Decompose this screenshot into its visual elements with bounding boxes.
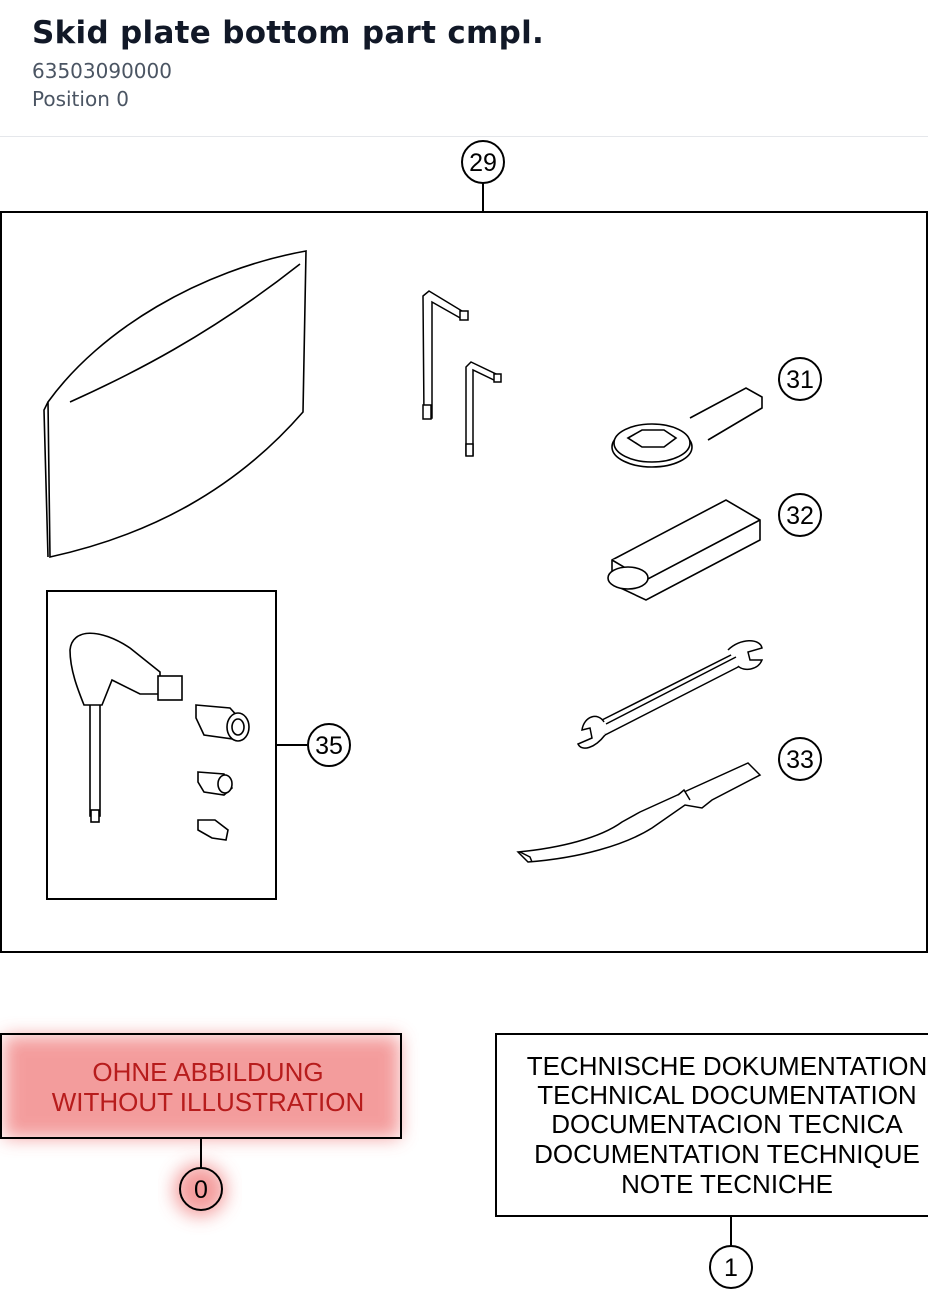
documentation-line-4: DOCUMENTATION TECHNIQUE [534, 1139, 920, 1169]
callout-0-label: 0 [194, 1176, 208, 1204]
documentation-line-2: TECHNICAL DOCUMENTATION [537, 1080, 916, 1110]
callout-35-label: 35 [315, 732, 343, 760]
bit-sockets[interactable] [195, 704, 250, 841]
documentation-line-3: DOCUMENTACION TECNICA [551, 1109, 903, 1139]
without-illustration-line1: OHNE ABBILDUNG [92, 1057, 323, 1087]
part-number: 63503090000 [32, 59, 172, 83]
open-end-wrench[interactable] [576, 640, 764, 749]
allen-keys[interactable] [422, 290, 502, 457]
ring-spanner[interactable] [611, 387, 763, 468]
without-illustration-line2: WITHOUT ILLUSTRATION [52, 1087, 365, 1117]
without-illustration-box[interactable]: OHNE ABBILDUNG WITHOUT ILLUSTRATION [0, 1033, 402, 1139]
callout-31-label: 31 [786, 366, 814, 394]
part-header: Skid plate bottom part cmpl. 63503090000… [0, 0, 928, 137]
documentation-line-1: TECHNISCHE DOKUMENTATION [527, 1051, 928, 1081]
socket-sleeve[interactable] [607, 499, 761, 601]
technical-documentation-box[interactable]: TECHNISCHE DOKUMENTATION TECHNICAL DOCUM… [495, 1033, 928, 1217]
callout-31[interactable]: 31 [778, 357, 822, 401]
callout-32[interactable]: 32 [778, 493, 822, 537]
part-title: Skid plate bottom part cmpl. [32, 15, 545, 51]
callout-33-label: 33 [786, 746, 814, 774]
callout-32-label: 32 [786, 502, 814, 530]
hook-wrench[interactable] [516, 762, 762, 863]
tool-bag[interactable] [43, 250, 307, 558]
callout-33[interactable]: 33 [778, 737, 822, 781]
callout-1-label: 1 [724, 1254, 738, 1282]
callout-29-label: 29 [469, 149, 497, 177]
callout-1[interactable]: 1 [709, 1245, 753, 1289]
t-handle-driver[interactable] [69, 632, 183, 823]
callout-35[interactable]: 35 [307, 723, 351, 767]
position-label: Position 0 [32, 87, 129, 111]
callout-29[interactable]: 29 [461, 140, 505, 184]
callout-0[interactable]: 0 [179, 1167, 223, 1211]
documentation-line-5: NOTE TECNICHE [621, 1169, 833, 1199]
toolkit-frame [0, 211, 928, 953]
exploded-diagram: 29 31 32 [0, 138, 928, 1290]
without-illustration-highlight [4, 1036, 400, 1216]
